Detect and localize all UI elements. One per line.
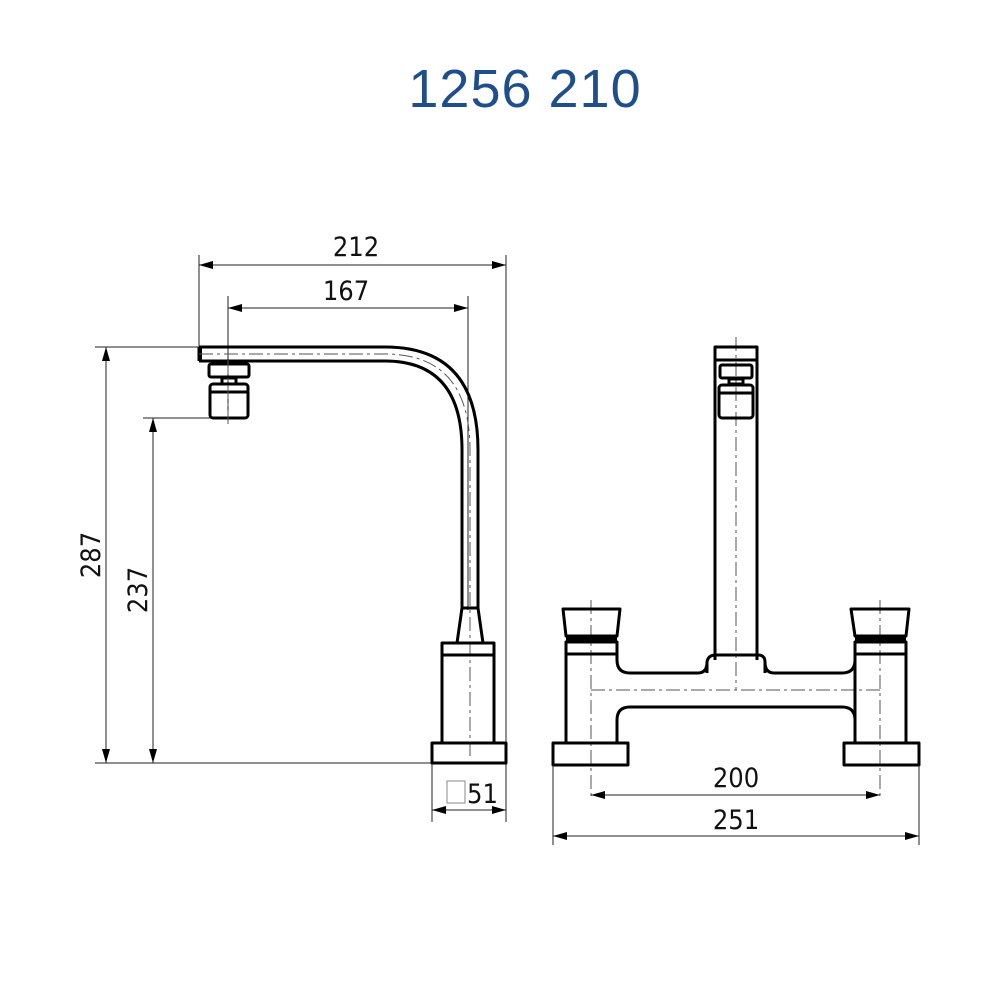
dim-spout-reach: 167: [323, 276, 369, 307]
front-view: 200 251: [551, 337, 921, 845]
product-code-title: 1256 210: [408, 59, 642, 119]
tap-body: [440, 641, 496, 745]
dim-overall-reach: 212: [333, 232, 379, 263]
dim-spout-outlet-height: 237: [123, 567, 154, 613]
tap-base: [430, 741, 508, 765]
side-view: 212 167 287 237 51: [76, 232, 508, 822]
dim-centers: 200: [713, 763, 759, 794]
aerator-front: [717, 383, 755, 420]
base-right: [842, 741, 921, 767]
aerator-ring: [207, 362, 251, 379]
handle-right: [849, 607, 911, 638]
dim-base-size: 51: [467, 779, 498, 810]
handle-left: [561, 607, 622, 638]
base-left: [551, 741, 630, 767]
aerator: [208, 382, 250, 420]
square-icon: [446, 780, 466, 804]
dim-overall-height: 287: [76, 532, 107, 578]
dim-overall-width: 251: [713, 805, 759, 836]
